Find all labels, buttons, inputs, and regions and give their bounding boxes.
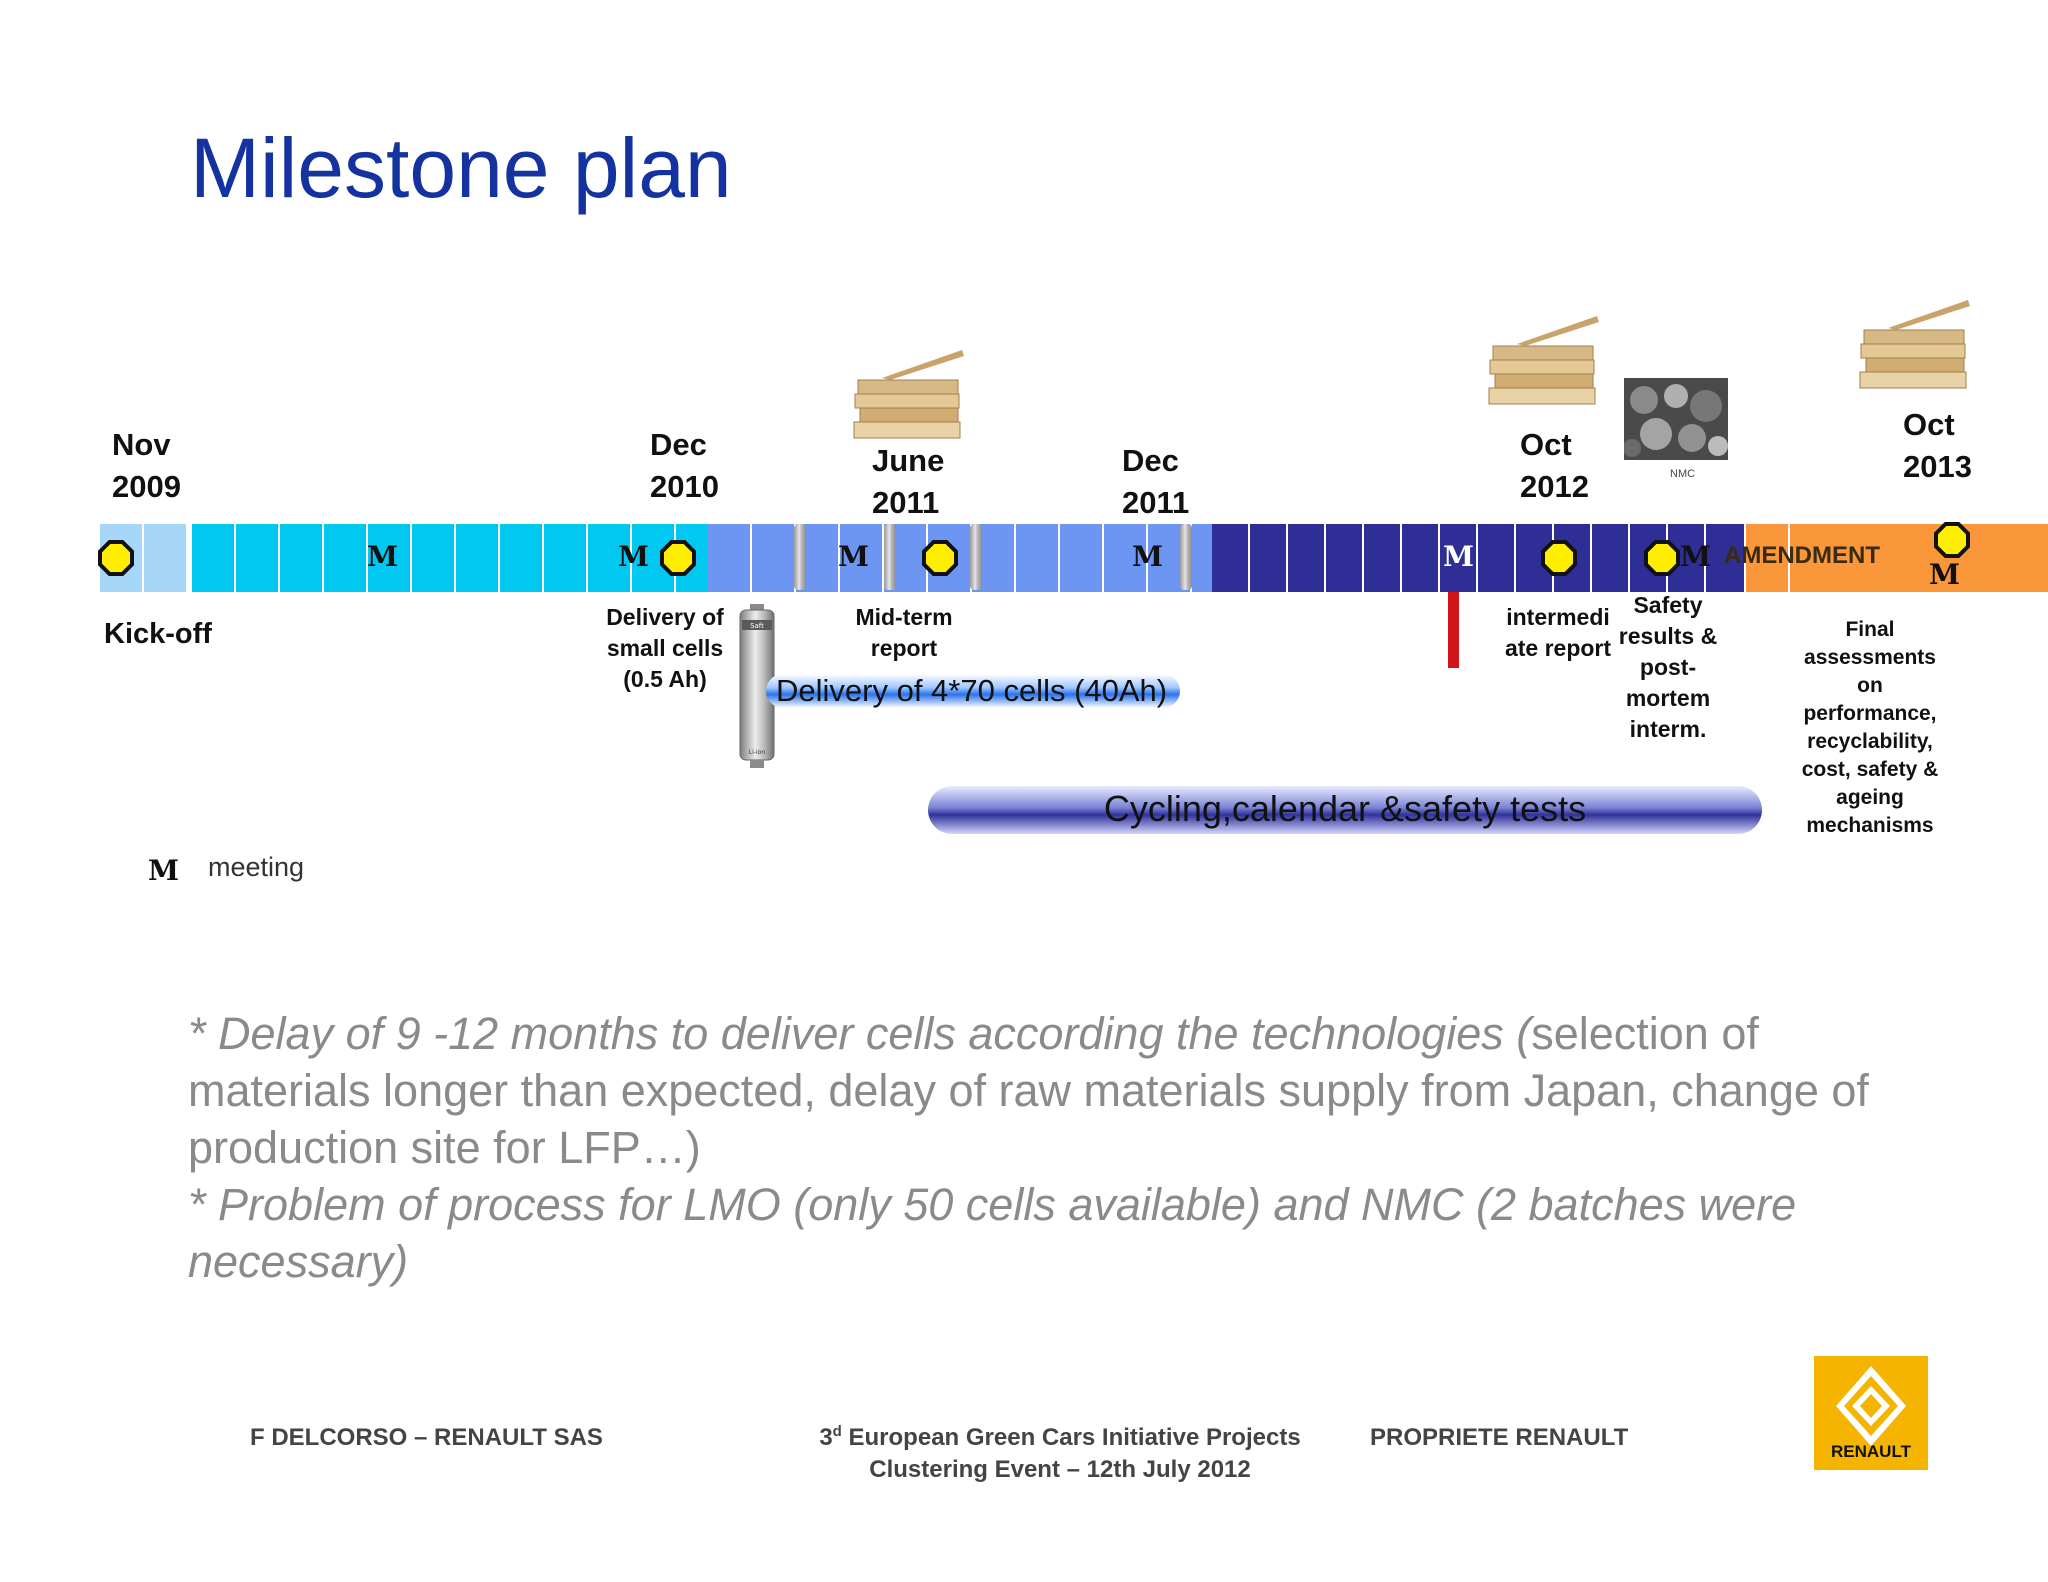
footer-property: PROPRIETE RENAULT — [1370, 1424, 1629, 1451]
nmc-microscope-image — [1624, 378, 1728, 460]
meeting-icon: M — [1443, 540, 1474, 573]
intermediate-report-label: intermedi ate report — [1504, 604, 1612, 661]
report-stack-icon — [1488, 316, 1599, 405]
note-delay: * Delay of 9 -12 months to deliver cells… — [188, 1008, 1869, 1173]
current-date-marker — [1448, 592, 1459, 668]
milestone-safety-icon — [1644, 540, 1680, 576]
meeting-icon: M — [1132, 540, 1163, 573]
battery-image: Saft Li-ion — [739, 604, 775, 768]
kickoff-label: Kick-off — [104, 618, 212, 650]
battery-cell-icon — [970, 524, 982, 590]
renault-diamond-icon — [1836, 1366, 1906, 1446]
notes-block: * Delay of 9 -12 months to deliver cells… — [188, 1005, 1948, 1290]
delivery-small-cells-label: Delivery of small cells (0.5 Ah) — [606, 604, 724, 692]
note-process: * Problem of process for LMO (only 50 ce… — [188, 1179, 1797, 1287]
nmc-caption: NMC — [1670, 468, 1696, 480]
meeting-icon: M — [1929, 558, 1960, 591]
final-assessments-label: Final assessments on performance, recycl… — [1801, 618, 1939, 837]
footer-event: 3d European Green Cars Initiative Projec… — [819, 1423, 1301, 1483]
battery-cell-icon — [884, 524, 896, 590]
legend-meeting-label: meeting — [208, 852, 305, 882]
milestone-dec-2010-icon — [660, 540, 696, 576]
milestone-june-2011-icon — [922, 540, 958, 576]
cycling-tests-bar: Cycling,calendar &safety tests — [928, 786, 1762, 834]
renault-logo: RENAULT — [1814, 1356, 1928, 1470]
meeting-icon: M — [838, 540, 869, 573]
legend-meeting-icon: M — [148, 854, 179, 887]
battery-brand-text: Saft — [750, 622, 764, 630]
milestone-oct-2012-icon — [1541, 540, 1577, 576]
delivery-cells-bar: Delivery of 4*70 cells (40Ah) — [766, 674, 1180, 708]
amendment-label: AMENDMENT — [1724, 542, 1880, 569]
milestone-oct-2013-icon — [1934, 522, 1970, 558]
meeting-icon: M — [618, 540, 649, 573]
battery-cell-icon — [1180, 524, 1192, 590]
kickoff-milestone-icon — [98, 540, 134, 576]
meeting-icon: M — [1680, 540, 1711, 573]
report-stack-icon — [853, 350, 964, 439]
battery-type-text: Li-ion — [749, 749, 766, 756]
timeline-bar — [100, 524, 2048, 592]
footer-author: F DELCORSO – RENAULT SAS — [250, 1424, 603, 1451]
midterm-report-label: Mid-term report — [855, 604, 953, 661]
meeting-icon: M — [367, 540, 398, 573]
report-stack-icon — [1859, 300, 1970, 389]
safety-results-label: Safety results & post- mortem interm. — [1618, 592, 1718, 742]
battery-cell-icon — [794, 524, 806, 590]
page-title: Milestone plan — [190, 121, 732, 215]
